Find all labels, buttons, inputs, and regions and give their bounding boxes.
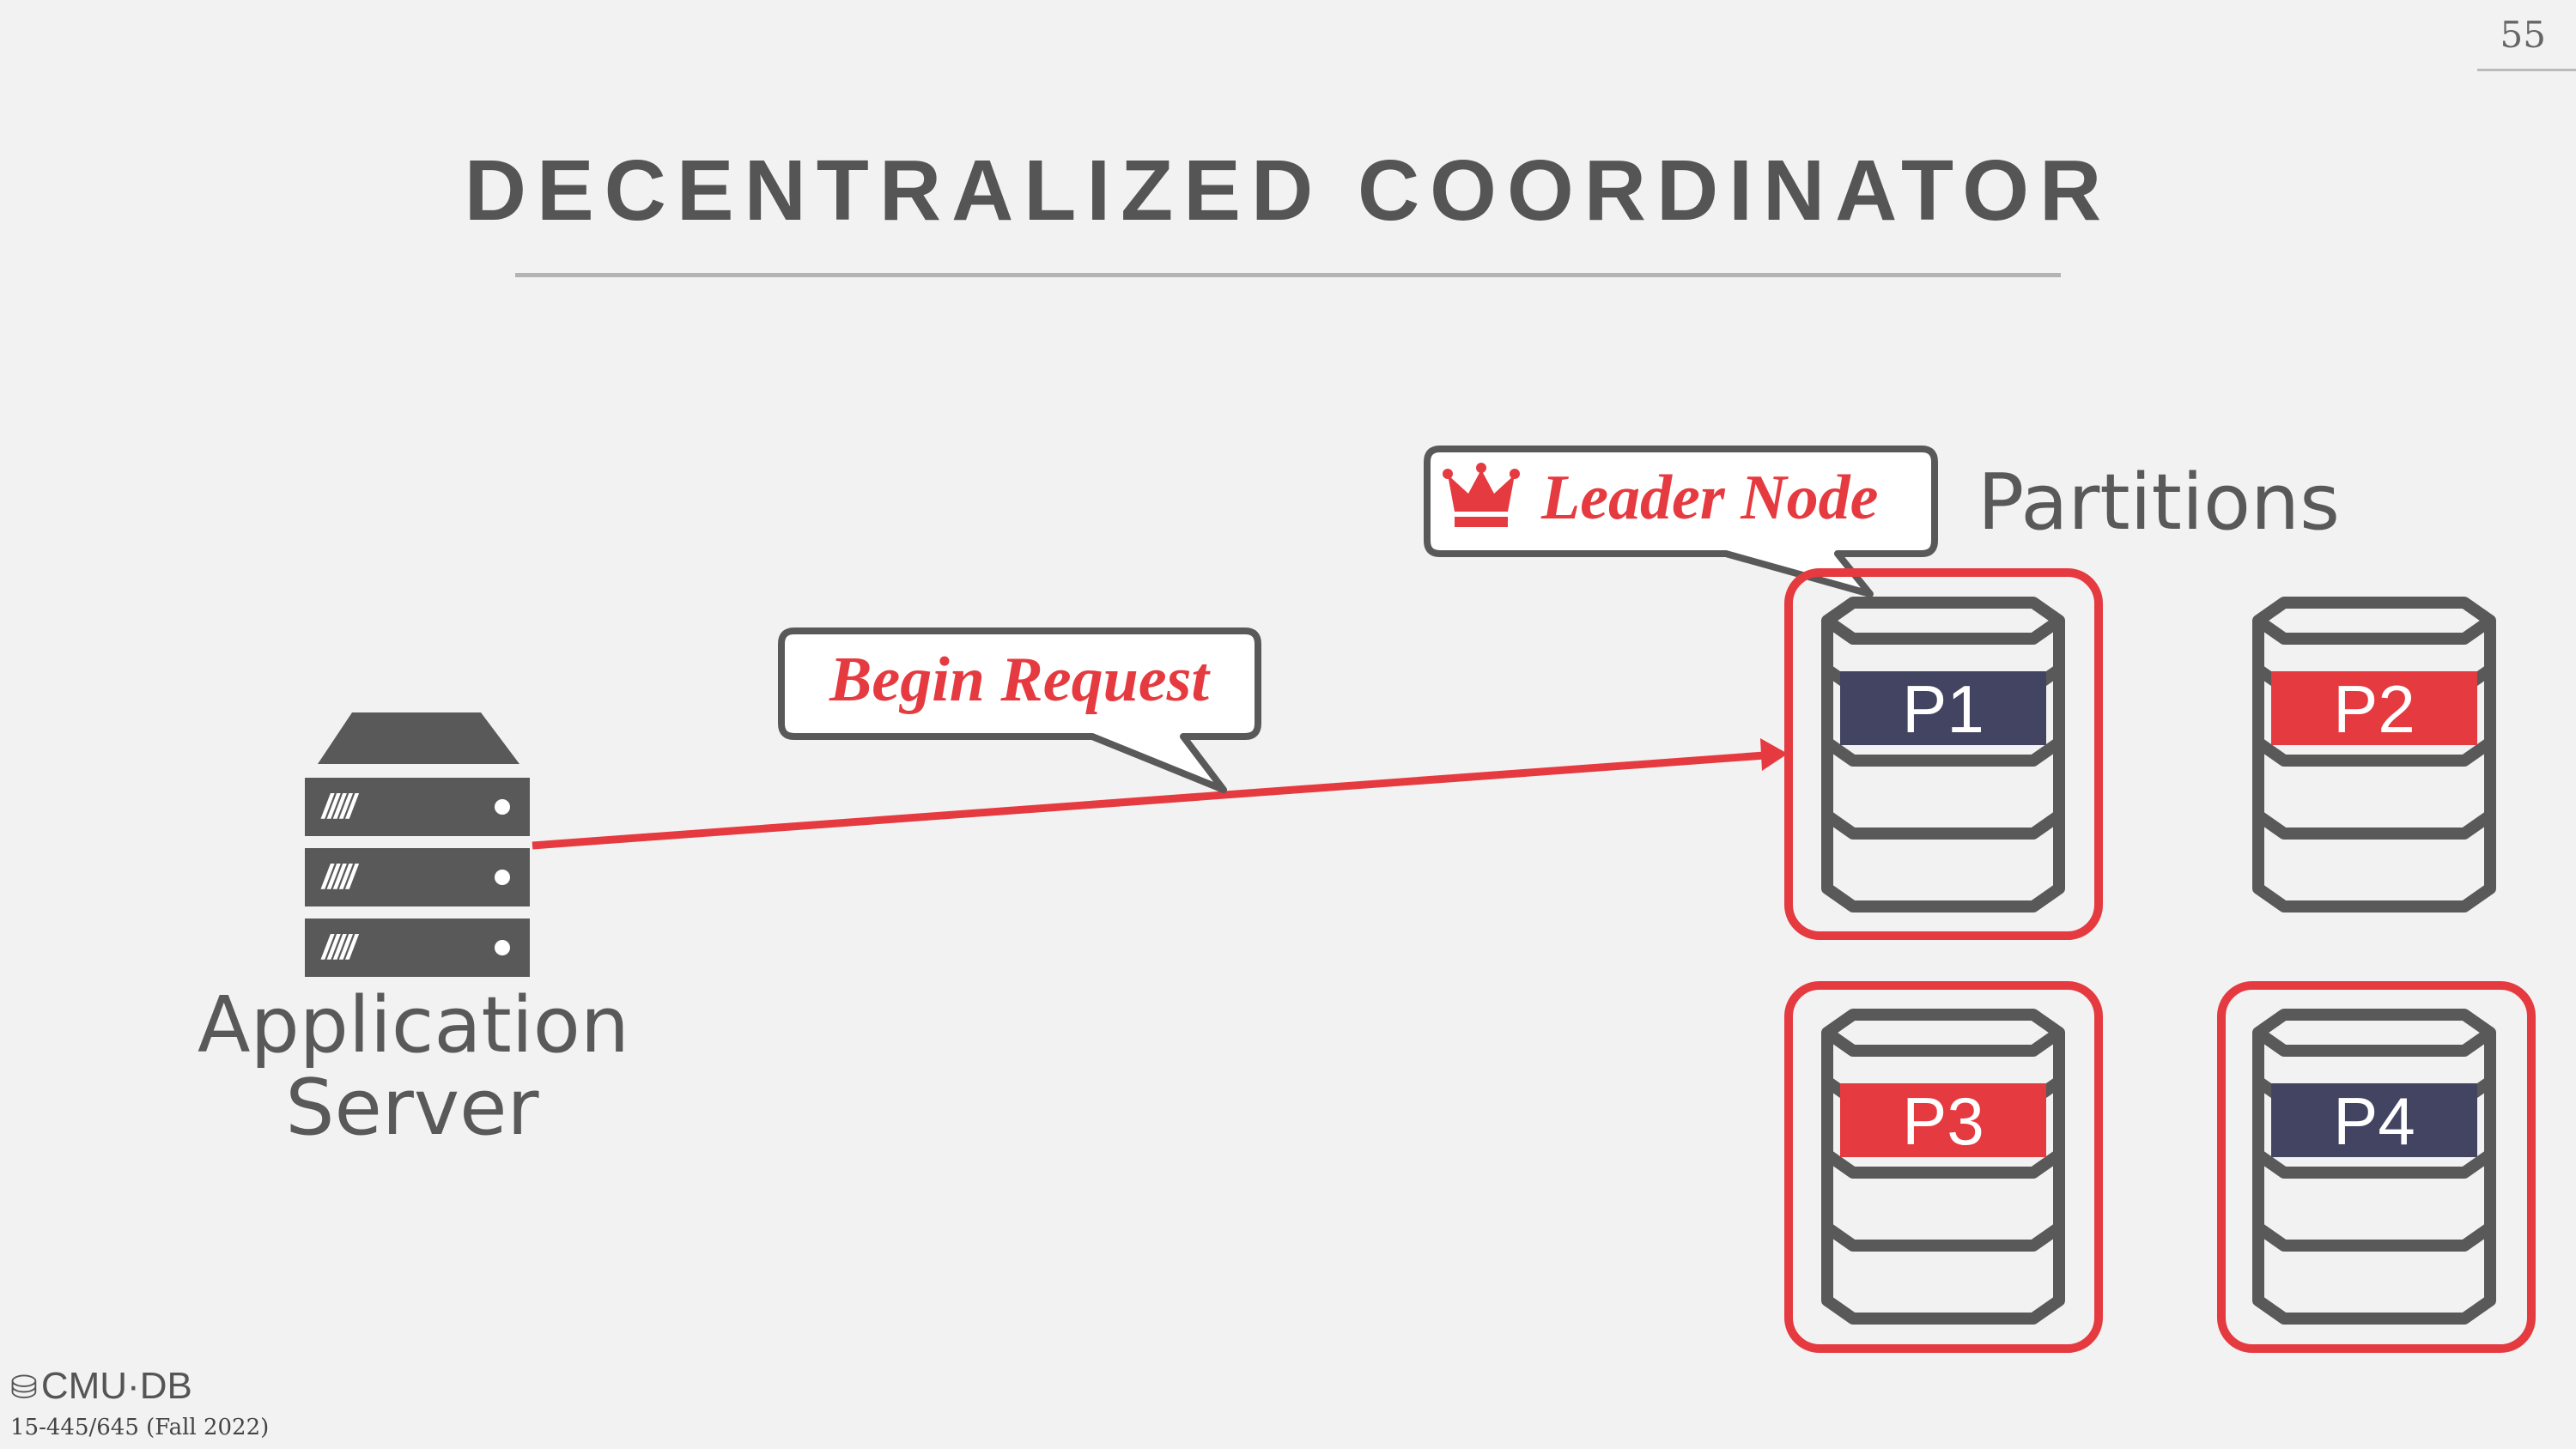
server-unit-2: ///// bbox=[305, 848, 530, 906]
server-icon: ///// ///// ///// bbox=[305, 712, 530, 977]
page-number: 55 bbox=[2500, 14, 2546, 56]
partition-p1-highlight bbox=[1784, 568, 2103, 940]
partition-p3-highlight bbox=[1784, 981, 2103, 1353]
begin-request-callout bbox=[778, 627, 1261, 793]
cmu-db-logo: ⛁CMU·DB bbox=[10, 1365, 192, 1408]
database-icon-p2 bbox=[2252, 597, 2496, 912]
title-underline bbox=[515, 273, 2061, 277]
course-label: 15-445/645 (Fall 2022) bbox=[10, 1415, 270, 1440]
database-icon-p4 bbox=[2252, 1009, 2496, 1325]
partition-p3-label: P3 bbox=[1840, 1083, 2046, 1159]
server-unit-3: ///// bbox=[305, 919, 530, 977]
application-server-line1: Application bbox=[197, 980, 629, 1070]
partition-p4-highlight bbox=[2217, 981, 2536, 1353]
partition-p1-label: P1 bbox=[1840, 671, 2046, 747]
slide-title: DECENTRALIZED COORDINATOR bbox=[464, 142, 2112, 239]
leader-node-text: Leader Node bbox=[1541, 463, 1879, 533]
begin-request-text: Begin Request bbox=[829, 645, 1209, 715]
server-unit-1: ///// bbox=[305, 778, 530, 836]
partition-p4-label: P4 bbox=[2271, 1083, 2477, 1159]
cmu-db-logo-text: CMU·DB bbox=[40, 1365, 192, 1407]
database-icon-p1 bbox=[1821, 597, 2065, 912]
partition-p2-label: P2 bbox=[2271, 671, 2477, 747]
application-server-line2: Server bbox=[285, 1063, 539, 1153]
application-server-label: Application Server bbox=[197, 980, 629, 1153]
request-arrow bbox=[532, 738, 1788, 850]
partitions-label: Partitions bbox=[1978, 458, 2340, 548]
page-number-rule bbox=[2477, 69, 2576, 71]
database-logo-icon: ⛁ bbox=[10, 1370, 38, 1406]
database-icon-p3 bbox=[1821, 1009, 2065, 1325]
crown-icon bbox=[1443, 463, 1520, 527]
